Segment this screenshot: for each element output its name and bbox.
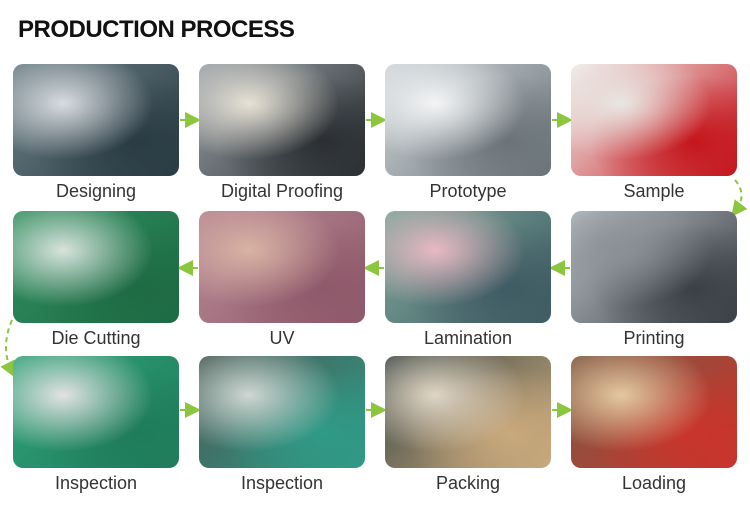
step-lamination: Lamination [385,211,551,349]
step-packing: Packing [385,356,551,494]
step-inspection-1: Inspection [13,356,179,494]
step-label: Prototype [429,181,507,201]
photo-uv [199,211,365,323]
step-prototype: Prototype [385,64,551,202]
photo-prototype [385,64,551,176]
step-label: Printing [623,328,685,348]
step-designing: Designing [13,64,179,202]
step-uv: UV [199,211,365,349]
step-printing: Printing [571,211,737,349]
photo-lamination [385,211,551,323]
step-label: Inspection [54,473,138,493]
photo-sample [571,64,737,176]
photo-inspection [13,356,179,468]
step-label: Loading [621,473,687,493]
step-label: UV [269,328,295,348]
photo-die-cutting [13,211,179,323]
step-label: Die Cutting [51,328,141,348]
step-sample: Sample [571,64,737,202]
step-label: Inspection [240,473,324,493]
step-label: Digital Proofing [220,181,344,201]
photo-inspection [199,356,365,468]
flow-arrow-down-icon [0,319,15,378]
photo-designing [13,64,179,176]
step-digital-proofing: Digital Proofing [199,64,365,202]
step-inspection-2: Inspection [199,356,365,494]
photo-printing [571,211,737,323]
step-label: Designing [55,181,137,201]
photo-loading [571,356,737,468]
step-label: Sample [623,181,685,201]
photo-digital-proofing [199,64,365,176]
page-title: PRODUCTION PROCESS [18,16,295,43]
step-die-cutting: Die Cutting [13,211,179,349]
step-loading: Loading [571,356,737,494]
photo-packing [385,356,551,468]
step-label: Packing [435,473,501,493]
step-label: Lamination [423,328,513,348]
